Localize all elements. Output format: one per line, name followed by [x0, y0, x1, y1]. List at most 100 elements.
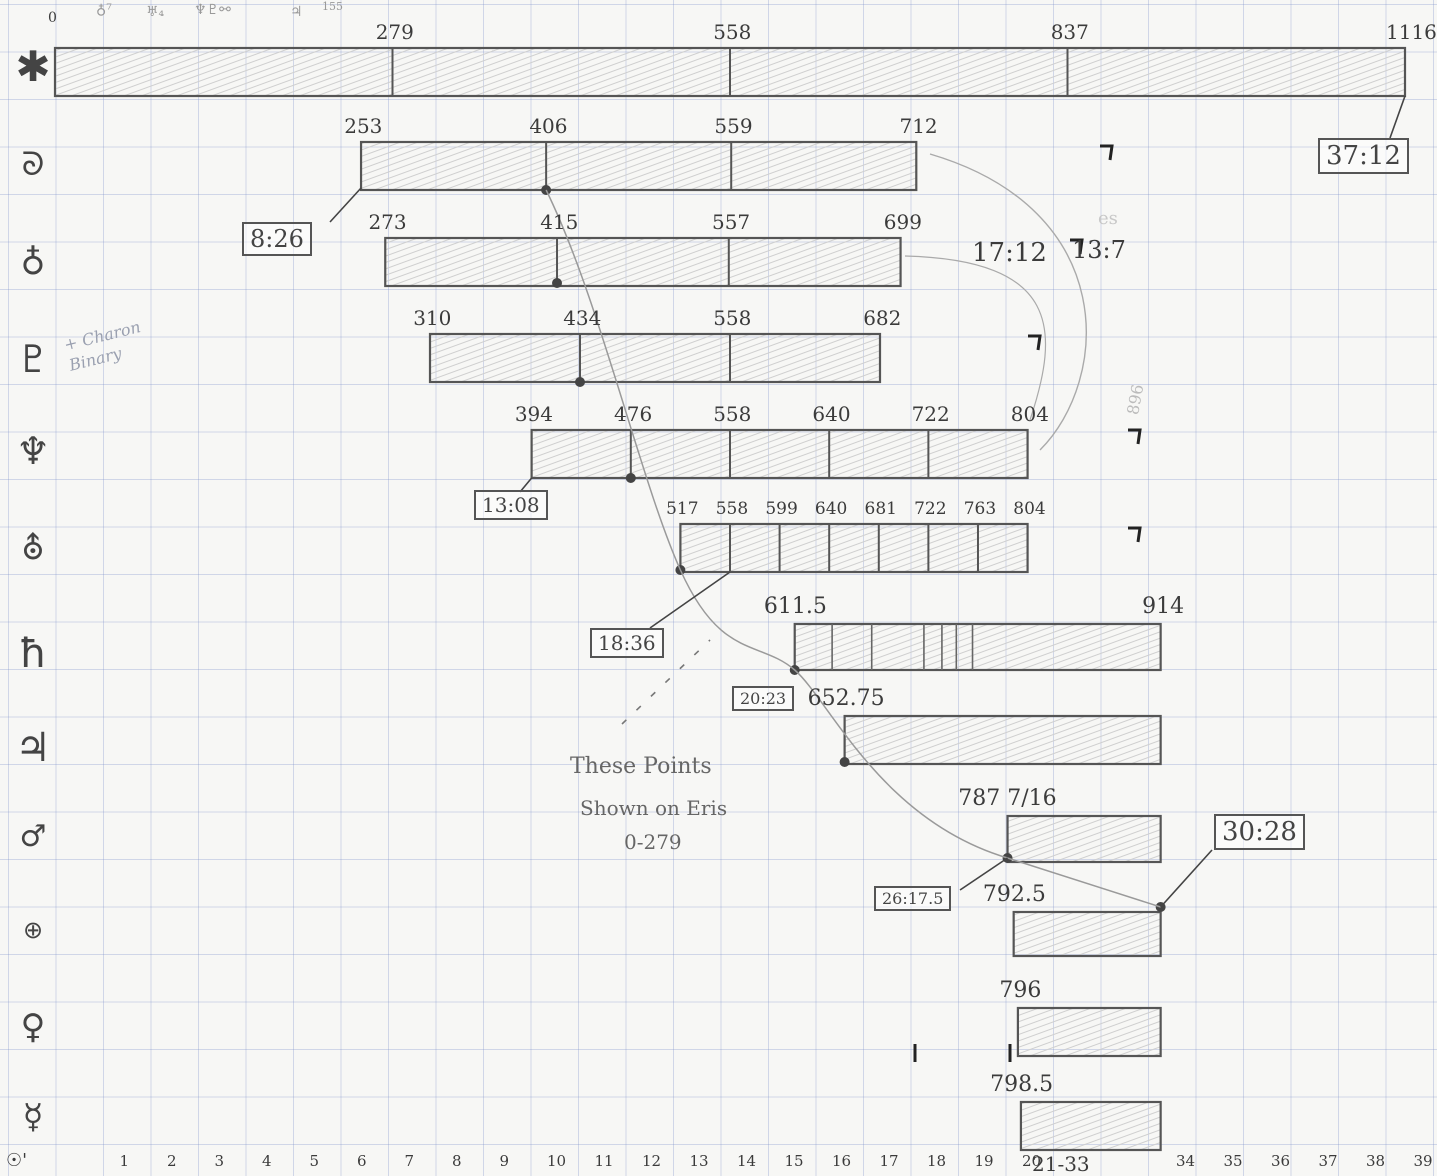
- axis-number-1: 1: [119, 1152, 130, 1170]
- bar-r8: [843, 714, 1162, 766]
- tail-mark-2: [1028, 334, 1042, 351]
- axis-number-13: 13: [689, 1152, 709, 1170]
- bar-r10: [1012, 910, 1162, 958]
- axis-number-5: 5: [309, 1152, 320, 1170]
- tail-mark-3: [1128, 428, 1142, 445]
- mercury-symbol: ☿: [22, 1097, 44, 1137]
- ratio-box-18-36: 18:36: [590, 628, 664, 658]
- tick-r3-0: 273: [368, 210, 407, 234]
- tick-r11-0: 796: [999, 978, 1042, 1003]
- axis-number-23: 35: [1223, 1152, 1243, 1170]
- resonance-dot-1: [552, 278, 563, 288]
- axis-number-14: 14: [737, 1152, 757, 1170]
- tick-r6-3: 640: [814, 499, 848, 519]
- tick-r5-1: 476: [614, 402, 653, 426]
- axis-number-16: 16: [832, 1152, 852, 1170]
- leader-18-36: [649, 571, 731, 629]
- haumea-symbol: ᘐ: [21, 145, 45, 183]
- ratio-box-37-12: 37:12: [1318, 138, 1409, 174]
- axis-number-7: 7: [404, 1152, 415, 1170]
- earth-symbol: ⊕: [22, 916, 44, 944]
- tick-r6-0: 517: [666, 499, 699, 519]
- tick-r6-7: 804: [1013, 499, 1046, 519]
- resonance-dot-3: [625, 473, 636, 483]
- top-mark-d: ♃: [290, 4, 303, 20]
- uranus-symbol: ⛢: [21, 529, 45, 567]
- tick-r6-6: 763: [963, 499, 997, 519]
- tick-r9-0: 787 7/16: [958, 786, 1057, 811]
- ratio-box-13-08: 13:08: [474, 490, 548, 520]
- tick-r1-1: 558: [713, 20, 752, 44]
- top-mark-a: ♁⁷: [96, 2, 112, 18]
- axis-number-20: 20: [1022, 1152, 1042, 1170]
- axis-number-25: 37: [1318, 1152, 1338, 1170]
- neptune-symbol: ♆: [15, 429, 51, 473]
- tick-r4-2: 558: [713, 306, 752, 330]
- tick-r8-0: 652.75: [807, 686, 885, 711]
- ratio-box-26-17-5: 26:17.5: [874, 886, 952, 911]
- bar-r7: [793, 622, 1162, 672]
- bar-r3: [384, 236, 902, 288]
- bar-r6: [679, 522, 1029, 574]
- tick-r6-4: 681: [864, 499, 897, 519]
- makemake-symbol: ♁: [20, 243, 46, 283]
- points-note-line-2: Shown on Eris: [580, 796, 728, 820]
- top-mark-e: 155: [322, 0, 343, 13]
- tick-r2-3: 712: [899, 114, 938, 138]
- tick-r4-1: 434: [563, 306, 602, 330]
- tick-r7-1: 914: [1142, 594, 1185, 619]
- tick-r5-4: 722: [911, 402, 950, 426]
- tick-r2-1: 406: [529, 114, 568, 138]
- tail-mark-4: [1128, 526, 1142, 543]
- leader-26-17-5: [959, 857, 1008, 891]
- tick-r6-1: 558: [715, 499, 749, 519]
- axis-number-17: 17: [879, 1152, 899, 1170]
- saturn-symbol: ħ: [19, 631, 47, 677]
- tick-r5-5: 804: [1010, 402, 1049, 426]
- eris-symbol: ✱: [15, 42, 51, 91]
- axis-number-27: 39: [1413, 1152, 1433, 1170]
- axis-number-2: 2: [167, 1152, 177, 1170]
- tick-r1-2: 837: [1050, 20, 1089, 44]
- tail-mark-0: [1100, 144, 1114, 161]
- axis-number-6: 6: [357, 1152, 367, 1170]
- leader-37-12: [1389, 95, 1406, 139]
- tick-r2-2: 559: [714, 114, 753, 138]
- leader-8-26: [329, 187, 362, 223]
- venus-symbol: ♀: [20, 1007, 46, 1047]
- tick-r7-0: 611.5: [763, 594, 827, 619]
- axis-number-24: 36: [1271, 1152, 1291, 1170]
- tick-r2-0: 253: [344, 114, 383, 138]
- jupiter-symbol: ♃: [15, 725, 51, 771]
- top-mark-0: 0: [48, 10, 57, 26]
- top-mark-b: ♅₄: [146, 4, 165, 20]
- bar-r2: [359, 140, 918, 192]
- tick-r4-3: 682: [863, 306, 902, 330]
- tick-r3-2: 557: [711, 210, 751, 234]
- axis-number-10: 10: [547, 1152, 567, 1170]
- points-note-line-1: These Points: [570, 754, 712, 779]
- ratio-box-8-26: 8:26: [242, 222, 312, 256]
- axis-number-12: 12: [642, 1152, 662, 1170]
- ratio-label-13-7: 13:7: [1072, 236, 1126, 264]
- top-mark-c: ♆♇⚯: [194, 2, 231, 18]
- faint-label-es: es: [1098, 208, 1118, 229]
- points-note-line-3: 0-279: [624, 830, 682, 854]
- tick-r6-2: 599: [765, 499, 798, 519]
- note-pointer: [621, 639, 711, 725]
- arc-13-7: [904, 255, 1046, 421]
- axis-number-8: 8: [452, 1152, 462, 1170]
- tick-r4-0: 310: [413, 306, 452, 330]
- tick-r1-3: 1116: [1386, 20, 1437, 44]
- bar-r12: [1019, 1100, 1162, 1152]
- bar-r5: [530, 428, 1029, 480]
- ratio-label-17-12: 17:12: [972, 238, 1047, 268]
- axis-number-18: 18: [927, 1152, 947, 1170]
- leader-13-08: [519, 477, 533, 493]
- tick-r12-0: 798.5: [990, 1072, 1054, 1097]
- tick-r10-0: 792.5: [982, 882, 1046, 907]
- axis-number-19: 19: [974, 1152, 994, 1170]
- tick-r6-5: 722: [914, 499, 947, 519]
- resonance-dot-6: [839, 757, 850, 767]
